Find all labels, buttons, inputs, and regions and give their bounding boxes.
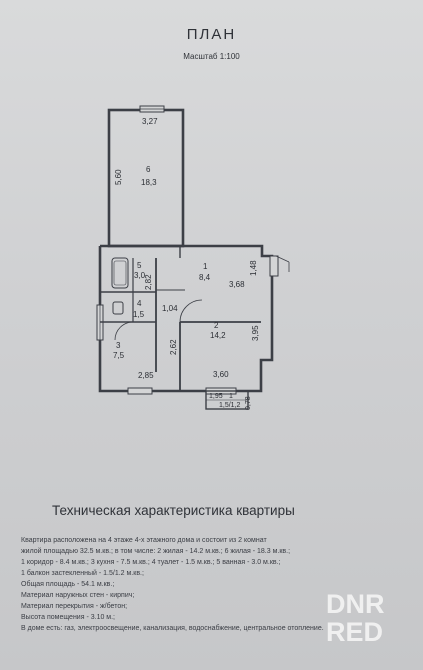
spec-line: В доме есть: газ, электроосвещение, кана… [21, 625, 324, 632]
watermark-line-1: DNR [326, 589, 385, 619]
dimension-label: 18,3 [141, 178, 157, 187]
dimension-label: 3,95 [251, 325, 260, 341]
door-swing-kitchen [114, 321, 134, 341]
dimension-label: 3,0 [134, 271, 146, 280]
dimension-label: 2,85 [138, 371, 154, 380]
watermark-logo: DNR RED [326, 590, 409, 648]
dimension-label: 2,82 [144, 274, 153, 290]
dimension-label: 3,60 [213, 370, 229, 379]
spec-line: жилой площадью 32.5 м.кв.; в том числе: … [21, 548, 291, 555]
spec-line: Общая площадь - 54.1 м.кв.; [21, 581, 115, 588]
section-heading: Техническая характеристика квартиры [52, 503, 295, 518]
dimension-label: 5,60 [114, 169, 123, 185]
dimension-label: 7,5 [113, 351, 125, 360]
specs-block: Квартира расположена на 4 этаже 4-х этаж… [21, 535, 417, 634]
bathtub [111, 257, 129, 289]
spec-line: 1 коридор - 8.4 м.кв.; 3 кухня - 7.5 м.к… [21, 559, 281, 566]
spec-line: 1 балкон застекленный - 1.5/1.2 м.кв.; [21, 570, 144, 577]
dimension-label: 8,4 [199, 273, 211, 282]
dimension-label: 1,95 [209, 393, 223, 400]
window-bottom-1 [127, 387, 153, 395]
toilet [112, 301, 124, 315]
plan-labels: 3,27 6 18,3 5,60 5 3,0 2,82 1 8,4 1,48 3… [113, 117, 260, 410]
dimension-label: 14,2 [210, 331, 226, 340]
dimension-label: 1,5/1,2 [219, 402, 241, 409]
dimension-label: 3,68 [229, 280, 245, 289]
dimension-label: 3 [116, 341, 121, 350]
dimension-label: 1 [229, 393, 233, 400]
dimension-label: 6 [146, 165, 151, 174]
door-swing-room-2 [179, 299, 203, 323]
spec-line: Высота помещения - 3.10 м.; [21, 614, 116, 621]
dimension-label: 1,04 [162, 304, 178, 313]
plan-title: ПЛАН [186, 26, 237, 43]
spec-line: Материал наружных стен - кирпич; [21, 592, 135, 599]
spec-line: Материал перекрытия - ж/бетон; [21, 603, 128, 610]
dimension-label: 3,27 [142, 117, 158, 126]
window-room-1 [269, 255, 279, 277]
dimension-label: 0,78 [245, 396, 252, 410]
dimension-label: 5 [137, 261, 142, 270]
spec-line: Квартира расположена на 4 этаже 4-х этаж… [21, 537, 267, 544]
lower-block-walls [98, 244, 274, 393]
dimension-label: 4 [137, 299, 142, 308]
watermark-line-2: RED [326, 617, 384, 647]
dimension-label: 2,62 [169, 339, 178, 355]
dimension-label: 1 [203, 262, 208, 271]
dimension-label: 1,5 [133, 310, 145, 319]
scale-caption: Масштаб 1:100 [183, 52, 240, 61]
dimension-label: 1,48 [249, 260, 258, 276]
dimension-label: 2 [214, 321, 219, 330]
